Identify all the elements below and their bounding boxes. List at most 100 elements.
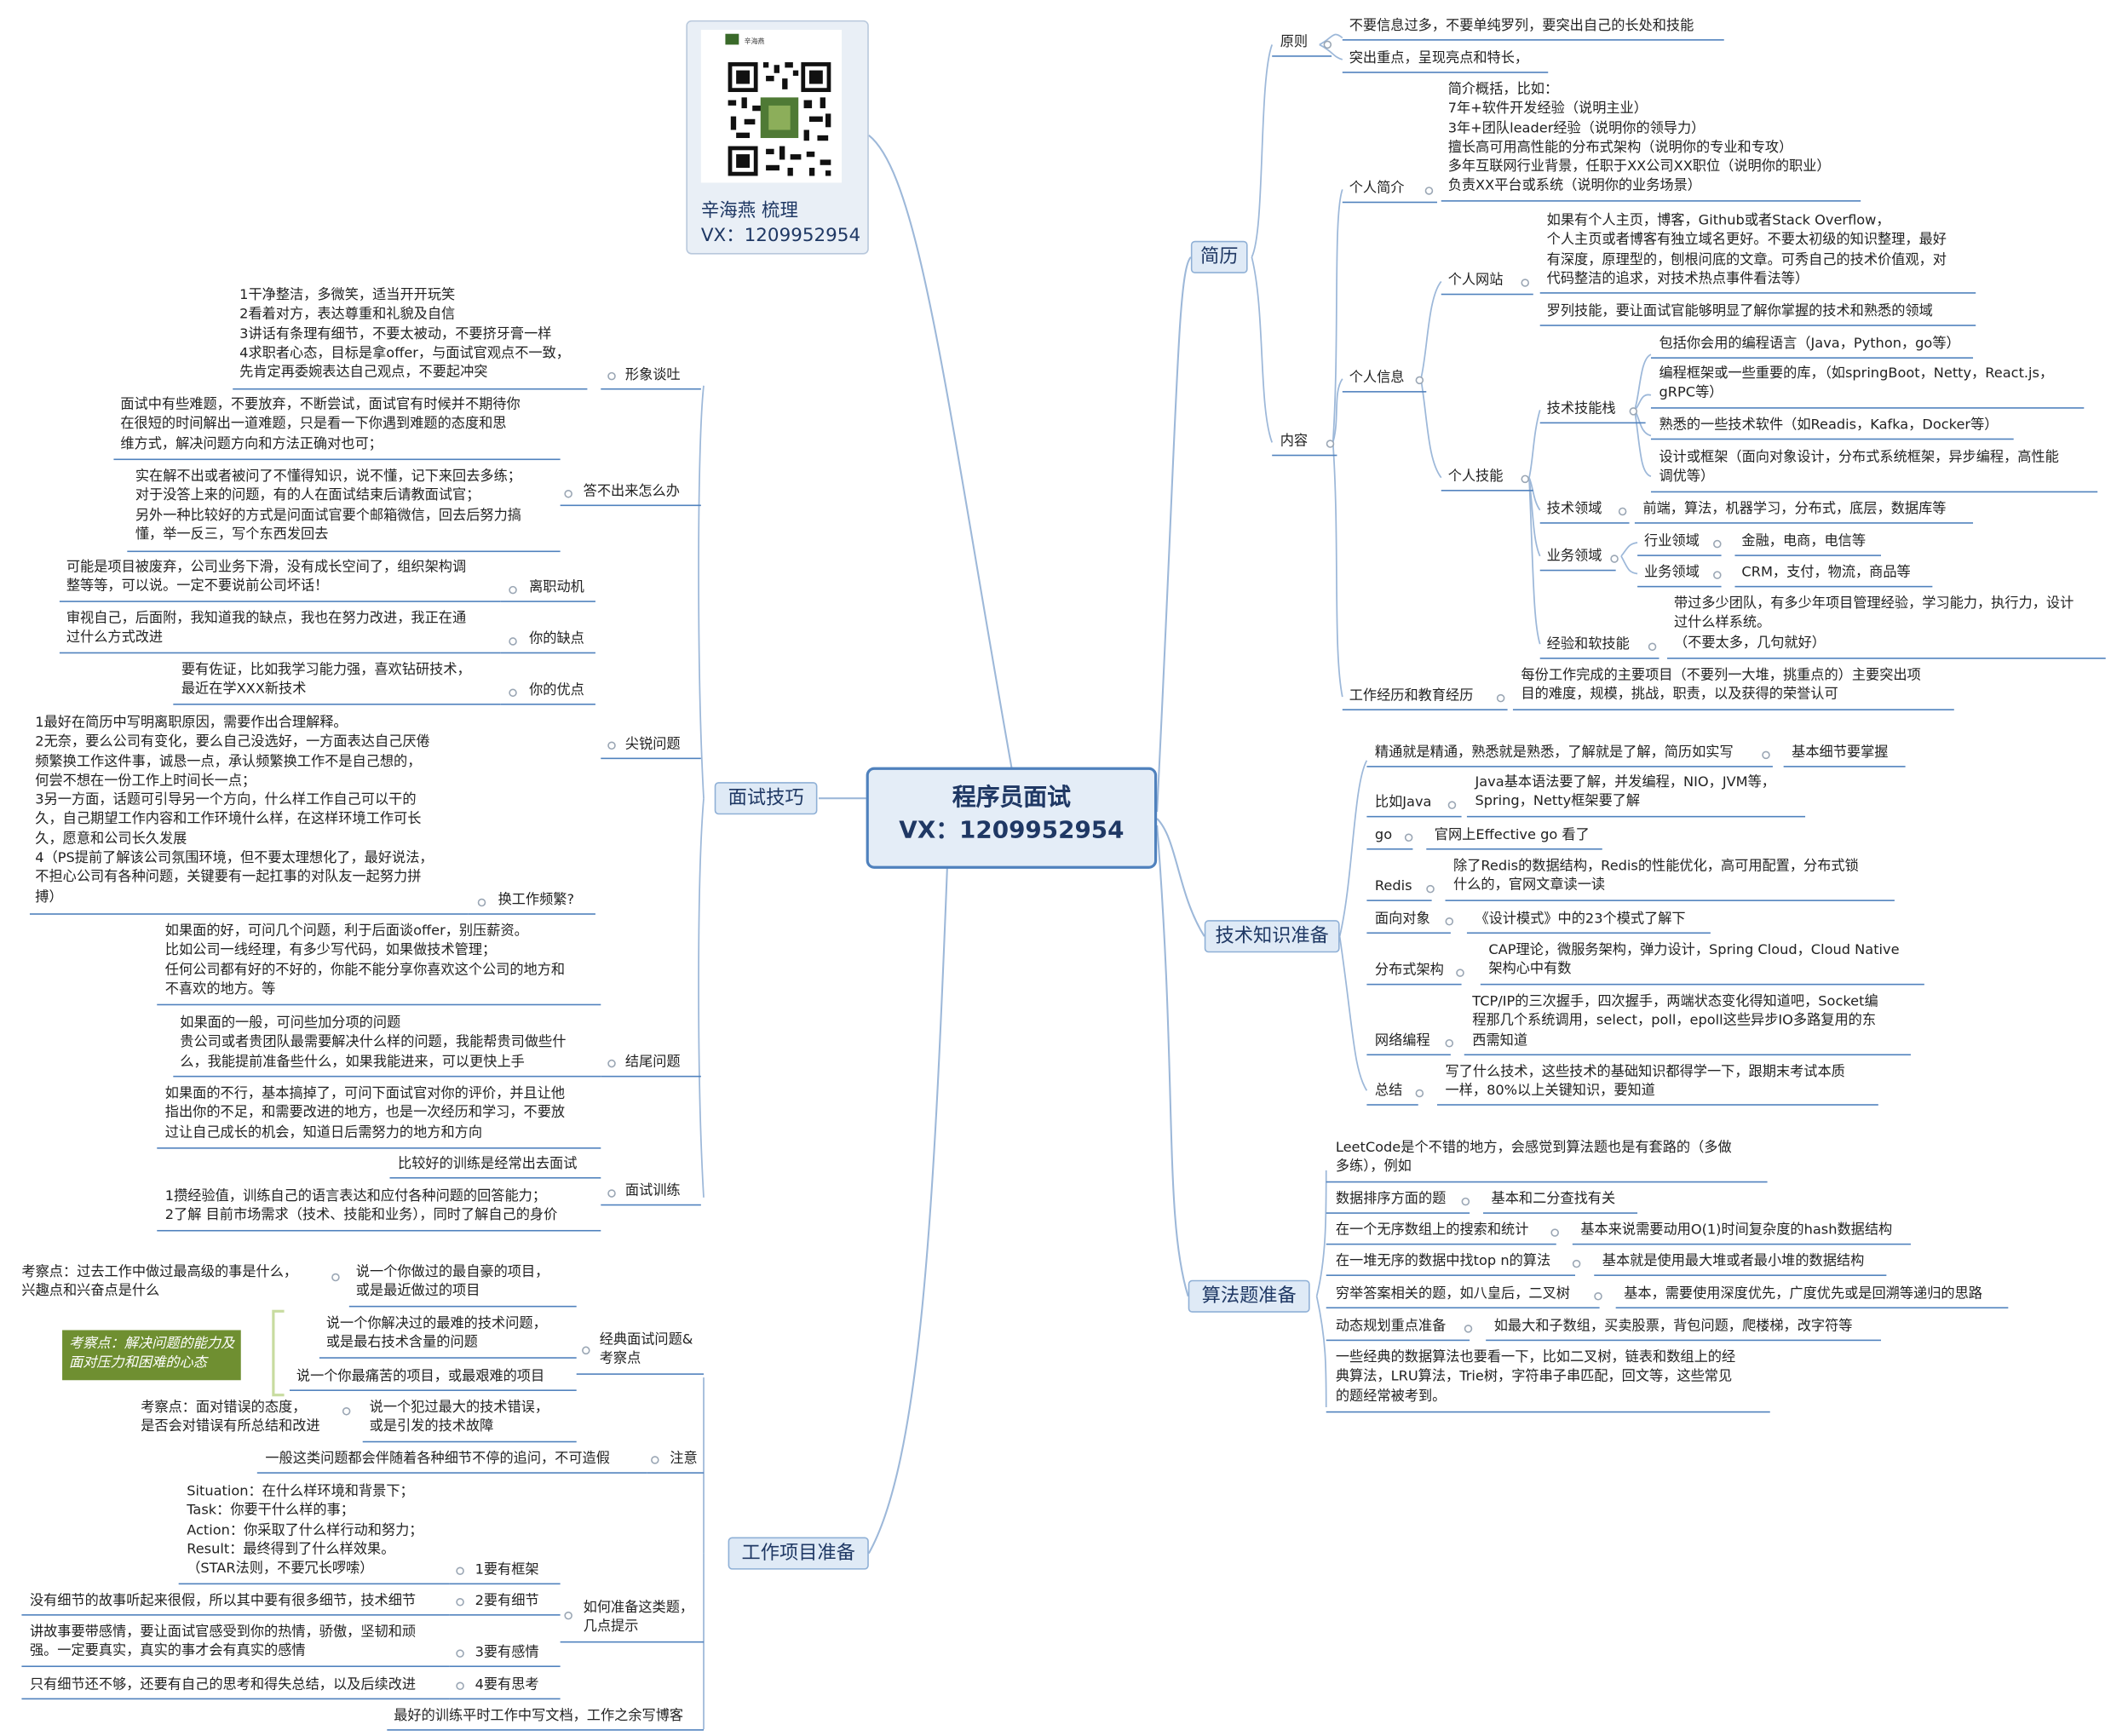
- node-biz[interactable]: 业务领域: [1546, 549, 1602, 565]
- collapse-dot[interactable]: [1464, 1325, 1473, 1333]
- collapse-dot[interactable]: [1426, 884, 1435, 894]
- tech-redis[interactable]: Redis: [1374, 879, 1412, 894]
- collapse-dot[interactable]: [1713, 571, 1722, 579]
- project-howto[interactable]: 如何准备这类题， 几点提示: [583, 1601, 694, 1635]
- project-frame[interactable]: 1要有框架: [475, 1562, 539, 1578]
- collapse-dot[interactable]: [509, 585, 517, 595]
- skills-closing[interactable]: 结尾问题: [624, 1055, 681, 1071]
- tech-go[interactable]: go: [1374, 828, 1393, 843]
- tech-summary[interactable]: 总结: [1374, 1084, 1403, 1099]
- collapse-dot[interactable]: [607, 741, 616, 750]
- collapse-dot[interactable]: [456, 1566, 464, 1576]
- collapse-dot[interactable]: [509, 637, 517, 646]
- collapse-dot[interactable]: [477, 898, 486, 907]
- tech-java[interactable]: 比如Java: [1374, 796, 1432, 811]
- algo-topic-3[interactable]: 在一堆无序的数据中找top n的算法: [1335, 1254, 1551, 1270]
- collapse-dot[interactable]: [1404, 833, 1413, 842]
- node-history[interactable]: 工作经历和教育经历: [1349, 688, 1474, 704]
- algo-topic-2[interactable]: 在一个无序数组上的搜索和统计: [1335, 1223, 1529, 1239]
- collapse-dot[interactable]: [456, 1649, 464, 1658]
- branch-algo[interactable]: 算法题准备: [1188, 1279, 1310, 1313]
- collapse-dot[interactable]: [651, 1456, 659, 1464]
- collapse-dot[interactable]: [1618, 507, 1627, 516]
- collapse-dot[interactable]: [1594, 1292, 1602, 1301]
- skills-leave[interactable]: 离职动机: [529, 580, 584, 595]
- skills-training[interactable]: 面试训练: [624, 1183, 681, 1199]
- skills-unanswered[interactable]: 答不出来怎么办: [583, 484, 680, 500]
- collapse-dot[interactable]: [607, 371, 616, 381]
- collapse-dot[interactable]: [1713, 539, 1722, 549]
- node-underline: [1480, 983, 1924, 986]
- collapse-dot[interactable]: [607, 1059, 616, 1068]
- collapse-dot[interactable]: [564, 490, 572, 498]
- collapse-dot[interactable]: [1456, 969, 1464, 977]
- project-classic[interactable]: 经典面试问题& 考察点: [599, 1332, 693, 1367]
- collapse-dot[interactable]: [1461, 1197, 1470, 1206]
- node-underline: [601, 1075, 701, 1078]
- collapse-dot[interactable]: [1572, 1259, 1581, 1268]
- project-emotion-text: 讲故事要带感情，要让面试官感受到你的热情，骄傲，坚韧和顽 强。一定要真实，真实的…: [29, 1624, 417, 1659]
- project-attention[interactable]: 注意: [670, 1451, 698, 1467]
- node-tech-domain[interactable]: 技术领域: [1546, 502, 1602, 517]
- skills-weak[interactable]: 你的缺点: [529, 631, 584, 647]
- node-soft[interactable]: 经验和软技能: [1546, 637, 1630, 652]
- node-intro[interactable]: 个人简介: [1349, 181, 1405, 197]
- collapse-dot[interactable]: [1648, 642, 1657, 652]
- node-website[interactable]: 个人网站: [1447, 273, 1504, 289]
- collapse-dot[interactable]: [1550, 1228, 1559, 1237]
- collapse-dot[interactable]: [342, 1407, 351, 1416]
- project-emotion[interactable]: 3要有感情: [475, 1645, 539, 1661]
- collapse-dot[interactable]: [1424, 187, 1434, 195]
- collapse-dot[interactable]: [1415, 1089, 1424, 1098]
- tech-net[interactable]: 网络编程: [1374, 1033, 1430, 1049]
- collapse-dot[interactable]: [1445, 917, 1454, 926]
- collapse-dot[interactable]: [1521, 279, 1530, 287]
- skills-training-a: 比较好的训练是经常出去面试: [398, 1157, 578, 1172]
- branch-project[interactable]: 工作项目准备: [728, 1537, 869, 1570]
- algo-topic-4[interactable]: 穷举答案相关的题，如八皇后，二叉树: [1335, 1286, 1570, 1302]
- project-think[interactable]: 4要有思考: [475, 1677, 539, 1693]
- subbranch-curves: [698, 33, 1652, 1730]
- collapse-dot[interactable]: [456, 1681, 464, 1691]
- collapse-dot[interactable]: [1323, 40, 1332, 49]
- branch-skills[interactable]: 面试技巧: [714, 782, 818, 815]
- skills-hop[interactable]: 换工作频繁?: [498, 893, 575, 908]
- central-topic[interactable]: 程序员面试 VX：1209952954: [866, 767, 1158, 869]
- collapse-dot[interactable]: [1610, 555, 1619, 563]
- tech-dist[interactable]: 分布式架构: [1374, 963, 1444, 979]
- project-q3: 说一个你最痛苦的项目，或最艰难的项目: [296, 1369, 545, 1385]
- collapse-dot[interactable]: [1521, 474, 1530, 484]
- collapse-dot[interactable]: [1762, 750, 1770, 760]
- collapse-dot[interactable]: [1447, 801, 1457, 809]
- collapse-dot[interactable]: [1496, 693, 1505, 703]
- skills-strong[interactable]: 你的优点: [529, 683, 584, 698]
- branch-tech[interactable]: 技术知识准备: [1204, 920, 1340, 953]
- node-underline: [1539, 569, 1616, 572]
- node-skills[interactable]: 个人技能: [1447, 469, 1504, 485]
- skills-image[interactable]: 形象谈吐: [624, 368, 681, 383]
- algo-topic-1[interactable]: 数据排序方面的题: [1335, 1192, 1447, 1207]
- tech-precision[interactable]: 精通就是精通，熟悉就是熟悉，了解就是了解，简历如实写: [1374, 745, 1734, 761]
- collapse-dot[interactable]: [456, 1598, 464, 1607]
- tech-oop[interactable]: 面向对象: [1374, 911, 1430, 928]
- skills-sharp[interactable]: 尖锐问题: [624, 737, 681, 753]
- collapse-dot[interactable]: [1445, 1038, 1454, 1048]
- collapse-dot[interactable]: [607, 1189, 616, 1198]
- soft-text: 带过多少团队，有多少年项目管理经验，学习能力，执行力，设计 过什么样系统。 （不…: [1673, 596, 2074, 651]
- project-detail[interactable]: 2要有细节: [475, 1594, 539, 1609]
- collapse-dot[interactable]: [582, 1346, 590, 1355]
- branch-resume[interactable]: 简历: [1190, 240, 1248, 273]
- algo-topic-5[interactable]: 动态规划重点准备: [1335, 1319, 1447, 1335]
- node-business[interactable]: 业务领域: [1644, 565, 1700, 581]
- collapse-dot[interactable]: [331, 1273, 340, 1282]
- collapse-dot[interactable]: [1415, 376, 1424, 385]
- collapse-dot[interactable]: [1326, 440, 1335, 448]
- collapse-dot[interactable]: [1629, 407, 1638, 416]
- node-info[interactable]: 个人信息: [1349, 371, 1405, 386]
- collapse-dot[interactable]: [564, 1611, 572, 1620]
- node-stack[interactable]: 技术技能栈: [1546, 401, 1616, 417]
- node-principle[interactable]: 原则: [1280, 35, 1309, 50]
- node-content[interactable]: 内容: [1280, 434, 1309, 450]
- node-industry[interactable]: 行业领域: [1644, 534, 1700, 549]
- collapse-dot[interactable]: [509, 688, 517, 698]
